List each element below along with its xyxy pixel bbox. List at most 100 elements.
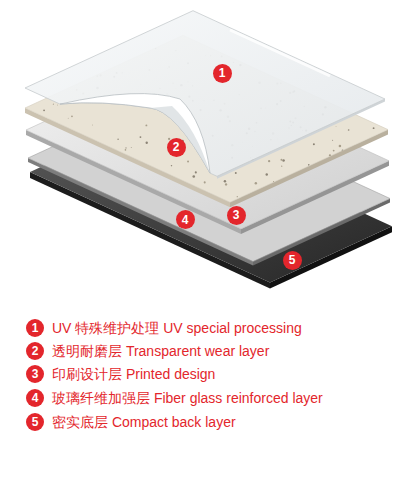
callout-number-text: 2 <box>173 141 180 153</box>
red-circle-fill <box>167 138 186 157</box>
speckle <box>171 188 173 190</box>
callout-number-text: 3 <box>233 209 240 221</box>
callout-number: 4 <box>176 210 195 229</box>
speckle <box>146 142 148 144</box>
speckle <box>375 170 377 172</box>
speckle <box>70 43 72 45</box>
layer-description: 密实底层 Compact back layer <box>52 414 236 431</box>
speckle <box>56 52 58 54</box>
callout-number: 1 <box>213 64 232 83</box>
speckle <box>71 115 73 117</box>
speckle <box>373 47 374 48</box>
speckle <box>45 162 46 163</box>
speckle <box>44 42 46 44</box>
red-circle-fill <box>26 319 44 337</box>
speckle <box>348 129 349 130</box>
speckle <box>342 149 344 151</box>
layer-description: 玻璃纤维加强层 Fiber glass reinforced layer <box>52 390 323 407</box>
speckle <box>361 151 363 153</box>
list-number: 3 <box>26 365 44 383</box>
callout-number: 2 <box>167 138 186 157</box>
speckle <box>101 197 103 199</box>
speckle <box>66 64 67 65</box>
speckle <box>349 148 351 150</box>
callout-number-text: 1 <box>219 67 226 79</box>
speckle <box>187 161 189 163</box>
callout-number-text: 1 <box>32 322 39 334</box>
speckle <box>61 177 62 178</box>
speckle <box>323 172 325 174</box>
speckle <box>87 48 88 49</box>
speckle <box>24 159 26 161</box>
speckle <box>52 34 54 36</box>
speckle <box>55 51 57 53</box>
speckle <box>204 181 206 183</box>
speckle <box>40 74 41 75</box>
speckle <box>289 188 291 190</box>
speckle <box>171 165 172 166</box>
speckle <box>115 180 117 182</box>
callout-number-text: 3 <box>32 368 39 380</box>
speckle <box>195 171 197 173</box>
speckle <box>370 153 371 154</box>
speckle <box>358 170 360 172</box>
speckle <box>308 164 310 166</box>
speckle <box>268 160 270 162</box>
speckle <box>361 172 362 173</box>
speckle <box>346 74 347 75</box>
speckle <box>125 147 126 148</box>
callout-number: 3 <box>227 206 246 225</box>
speckle <box>39 147 42 150</box>
speckle <box>332 140 333 141</box>
speckle <box>373 127 375 129</box>
speckle <box>341 41 343 43</box>
red-circle-fill <box>26 342 44 360</box>
speckle <box>317 63 319 65</box>
speckle <box>43 109 45 111</box>
uv-film-top <box>25 11 385 177</box>
speckle <box>372 41 373 42</box>
speckle <box>276 198 278 200</box>
speckle <box>192 175 195 178</box>
speckle <box>32 73 34 75</box>
speckle <box>58 142 60 144</box>
speckle <box>319 200 320 201</box>
speckle <box>367 182 370 185</box>
speckle <box>305 198 307 200</box>
speckle <box>93 199 95 201</box>
list-number: 2 <box>26 342 44 360</box>
speckle <box>333 150 335 152</box>
speckle <box>383 115 384 116</box>
speckle <box>266 173 268 175</box>
speckle <box>298 56 299 57</box>
speckle <box>387 106 389 108</box>
speckle <box>257 191 259 193</box>
callout-number-text: 4 <box>32 392 39 404</box>
speckle <box>288 187 290 189</box>
speckle <box>329 154 331 156</box>
speckle <box>49 138 51 140</box>
callout-number: 5 <box>283 251 302 270</box>
speckle <box>224 180 226 182</box>
speckle <box>282 159 285 162</box>
speckle <box>36 63 38 65</box>
speckle <box>29 129 31 131</box>
speckle <box>92 124 94 126</box>
speckle <box>377 83 380 86</box>
speckle <box>176 198 178 200</box>
speckle <box>140 136 142 138</box>
speckle <box>369 159 371 161</box>
uv-film-highlight <box>230 30 330 76</box>
speckle <box>317 52 319 54</box>
speckle <box>340 173 341 174</box>
speckle <box>130 147 132 149</box>
speckle <box>273 181 274 182</box>
speckle <box>194 202 196 204</box>
speckle <box>373 44 375 46</box>
list-number: 4 <box>26 389 44 407</box>
red-circle-fill <box>227 206 246 225</box>
speckle <box>49 142 51 144</box>
speckle <box>41 130 43 132</box>
speckle <box>345 54 346 55</box>
speckle <box>225 183 227 185</box>
